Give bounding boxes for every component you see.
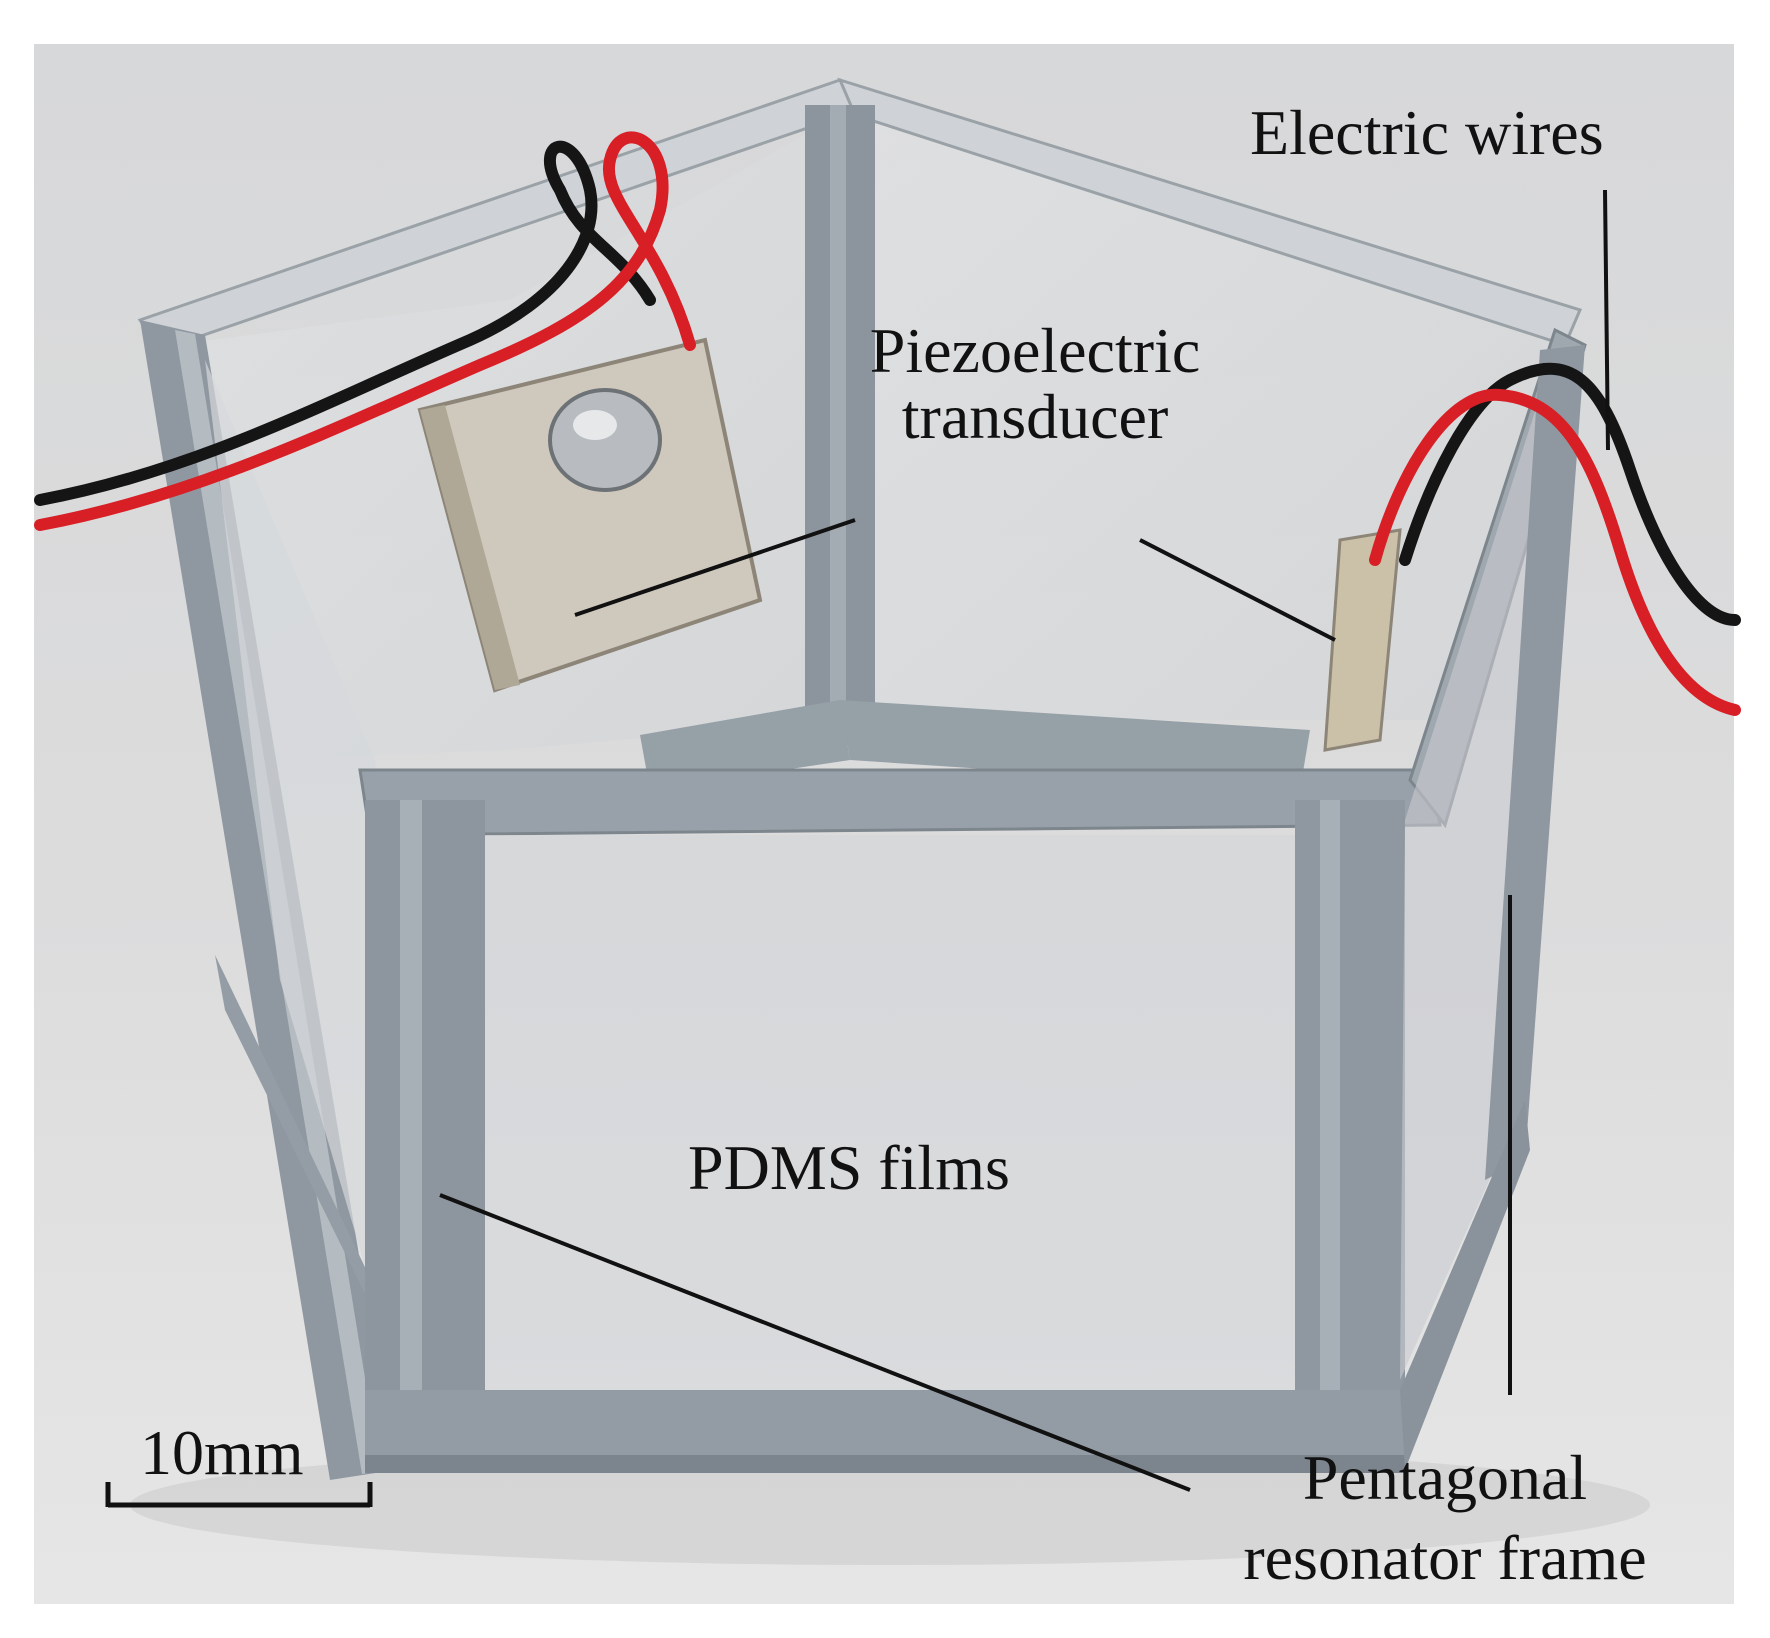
frame-post-front-right-highlight xyxy=(1320,800,1340,1460)
label-piezoelectric-transducer: Piezoelectric transducer xyxy=(800,318,1270,450)
label-frame-line2: resonator frame xyxy=(1243,1522,1647,1593)
label-pentagonal-resonator-frame: Pentagonal resonator frame xyxy=(1185,1438,1705,1598)
frame-post-front-left xyxy=(365,800,485,1460)
label-piezo-line1: Piezoelectric xyxy=(869,315,1201,386)
wire-left-red xyxy=(34,131,696,531)
frame-post-front-left-highlight xyxy=(400,800,422,1460)
frame-top-rail-front xyxy=(358,768,1442,837)
solder-joint xyxy=(548,388,662,492)
pdms-film-left xyxy=(205,360,405,1400)
frame-bottom-rail-back-left xyxy=(640,700,850,790)
solder-joint-highlight xyxy=(573,410,617,440)
wire-right-black xyxy=(1399,362,1741,626)
label-frame-line1: Pentagonal xyxy=(1302,1442,1588,1513)
leader-piezo-left xyxy=(574,518,856,617)
frame-bottom-rail-right xyxy=(1400,1100,1530,1470)
table-shadow xyxy=(130,1445,1650,1565)
leader-pdms-films xyxy=(439,1193,1191,1492)
leader-piezo-right xyxy=(1139,538,1336,642)
piezo-transducer-left-edge xyxy=(420,405,520,690)
label-pdms-films: PDMS films xyxy=(688,1132,1010,1203)
frame-bottom-rail-front-edge xyxy=(365,1455,1405,1473)
scale-bar xyxy=(105,1482,373,1508)
wire-right-red xyxy=(1369,388,1741,716)
label-piezo-line2: transducer xyxy=(901,381,1169,452)
pdms-film-front xyxy=(485,835,1330,1395)
piezo-transducer-left xyxy=(417,337,763,693)
frame-post-back-highlight xyxy=(830,105,846,745)
frame-bottom-rail-back-right xyxy=(840,700,1310,790)
leader-electric-wires xyxy=(1603,189,1610,451)
wire-left-black xyxy=(34,140,656,506)
label-scale-bar: 10mm xyxy=(140,1417,304,1488)
frame-post-front-right xyxy=(1295,800,1405,1460)
label-electric-wires: Electric wires xyxy=(1250,97,1604,168)
